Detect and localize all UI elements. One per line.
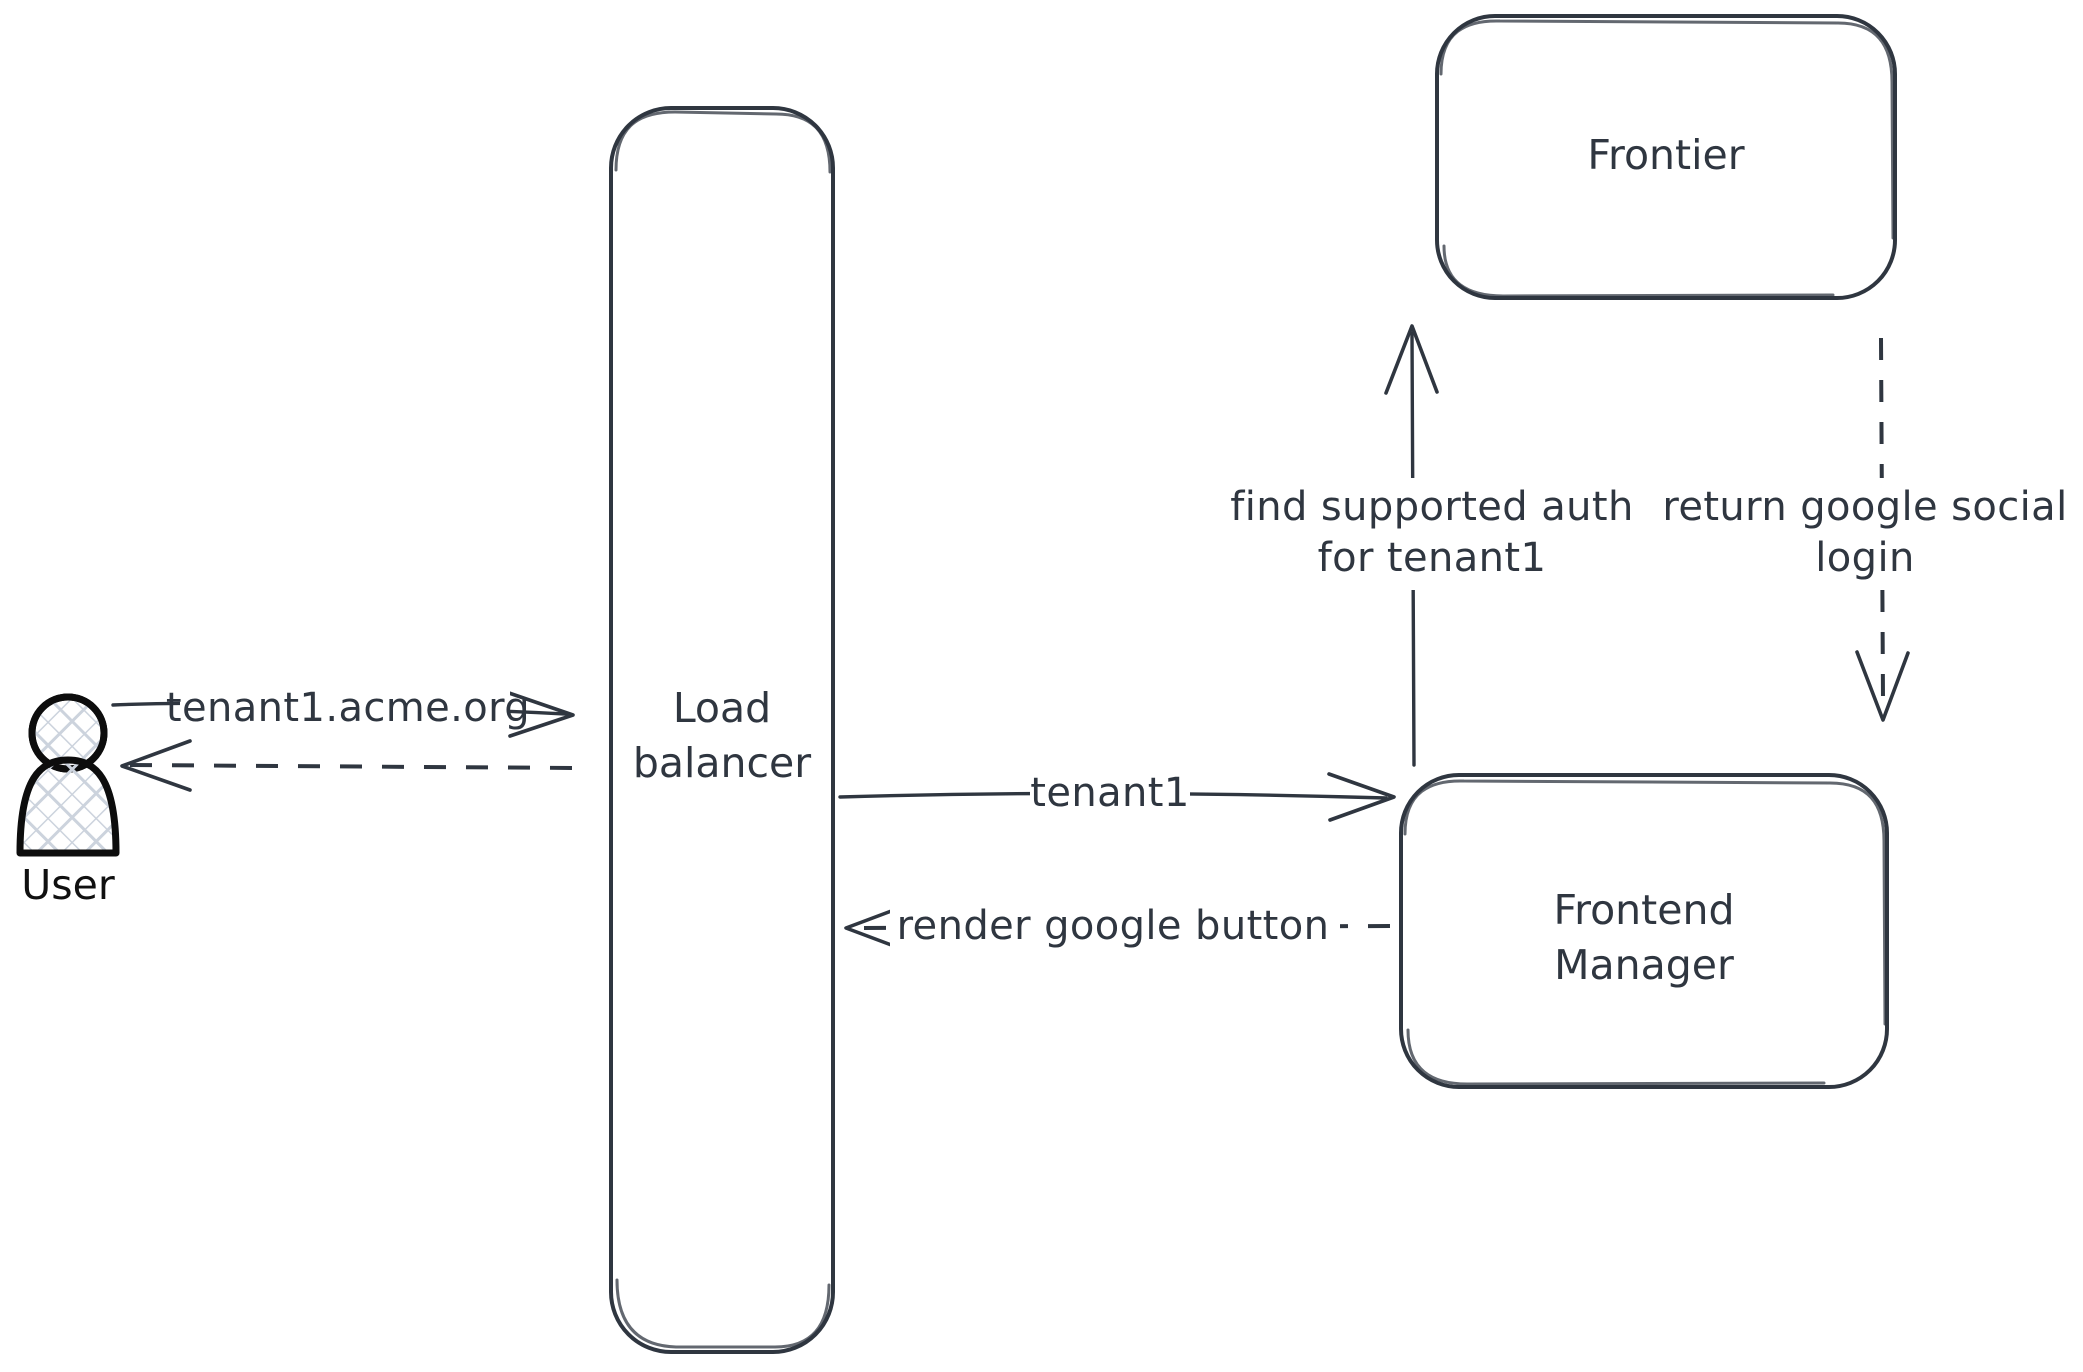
edge-user-to-lb-arrowhead xyxy=(507,691,575,738)
user-body-hatch xyxy=(20,760,116,853)
frontier-sketch xyxy=(1439,19,1895,240)
edge-lb-to-user-line xyxy=(129,763,579,770)
user-label: User xyxy=(21,861,115,909)
node-frontend-manager[interactable]: Frontend Manager xyxy=(1399,773,1889,1089)
edge-lb-to-fm-label-bg xyxy=(1030,772,1190,820)
load-balancer-shape xyxy=(609,106,835,1354)
edge-fm-to-lb-label-bg xyxy=(890,902,1340,954)
edge-frontier-to-frontend-manager[interactable]: return google social login xyxy=(1655,337,2075,722)
edge-frontier-to-fm-label-bg xyxy=(1655,478,2075,590)
edge-fm-to-lb-arrowhead xyxy=(844,902,912,954)
node-load-balancer[interactable]: Load balancer xyxy=(609,106,835,1354)
user-head-hatch xyxy=(34,699,102,767)
load-balancer-sketch-bottom xyxy=(615,1278,831,1349)
edge-frontend-manager-to-load-balancer[interactable]: render google button xyxy=(844,902,1391,954)
edge-lb-to-fm-label: tenant1 xyxy=(1030,770,1189,816)
edge-load-balancer-to-frontend-manager[interactable]: tenant1 xyxy=(838,770,1396,822)
load-balancer-label-line1: Load xyxy=(673,684,771,732)
edge-frontier-to-fm-label-line2: login xyxy=(1815,535,1914,581)
edge-load-balancer-to-user[interactable] xyxy=(120,739,579,792)
edge-fm-to-frontier-label-bg xyxy=(1218,478,1630,590)
frontend-manager-label-line2: Manager xyxy=(1554,941,1734,989)
edge-user-to-load-balancer[interactable]: tenant1.acme.org xyxy=(111,685,575,738)
edge-user-to-lb-label: tenant1.acme.org xyxy=(166,685,530,731)
frontier-label: Frontier xyxy=(1587,131,1744,179)
edge-frontier-to-fm-arrowhead xyxy=(1855,650,1910,722)
edge-lb-to-fm-arrowhead xyxy=(1327,772,1396,822)
edge-fm-to-lb-label: render google button xyxy=(897,903,1330,949)
load-balancer-label-line2: balancer xyxy=(633,739,811,787)
node-user[interactable]: User xyxy=(16,693,120,909)
load-balancer-sketch-top xyxy=(614,110,832,174)
frontend-manager-label-line1: Frontend xyxy=(1554,886,1735,934)
edge-user-to-lb-label-bg xyxy=(180,686,510,734)
edge-fm-to-frontier-label-line1: find supported auth xyxy=(1230,484,1633,530)
edge-frontend-manager-to-frontier[interactable]: find supported auth for tenant1 xyxy=(1218,324,1634,767)
edge-fm-to-frontier-label-line2: for tenant1 xyxy=(1318,535,1547,581)
frontier-sketch-bottom xyxy=(1442,244,1835,298)
frontend-manager-shape xyxy=(1399,773,1889,1089)
frontend-manager-sketch xyxy=(1403,779,1887,1026)
edge-frontier-to-fm-label-line1: return google social xyxy=(1662,484,2067,530)
edge-fm-to-frontier-arrowhead xyxy=(1384,324,1439,395)
user-body-icon xyxy=(16,756,120,857)
node-frontier[interactable]: Frontier xyxy=(1435,14,1897,300)
frontier-shape xyxy=(1435,14,1897,300)
edge-lb-to-user-arrowhead xyxy=(120,739,192,792)
frontend-manager-sketch-bottom xyxy=(1406,1028,1826,1086)
